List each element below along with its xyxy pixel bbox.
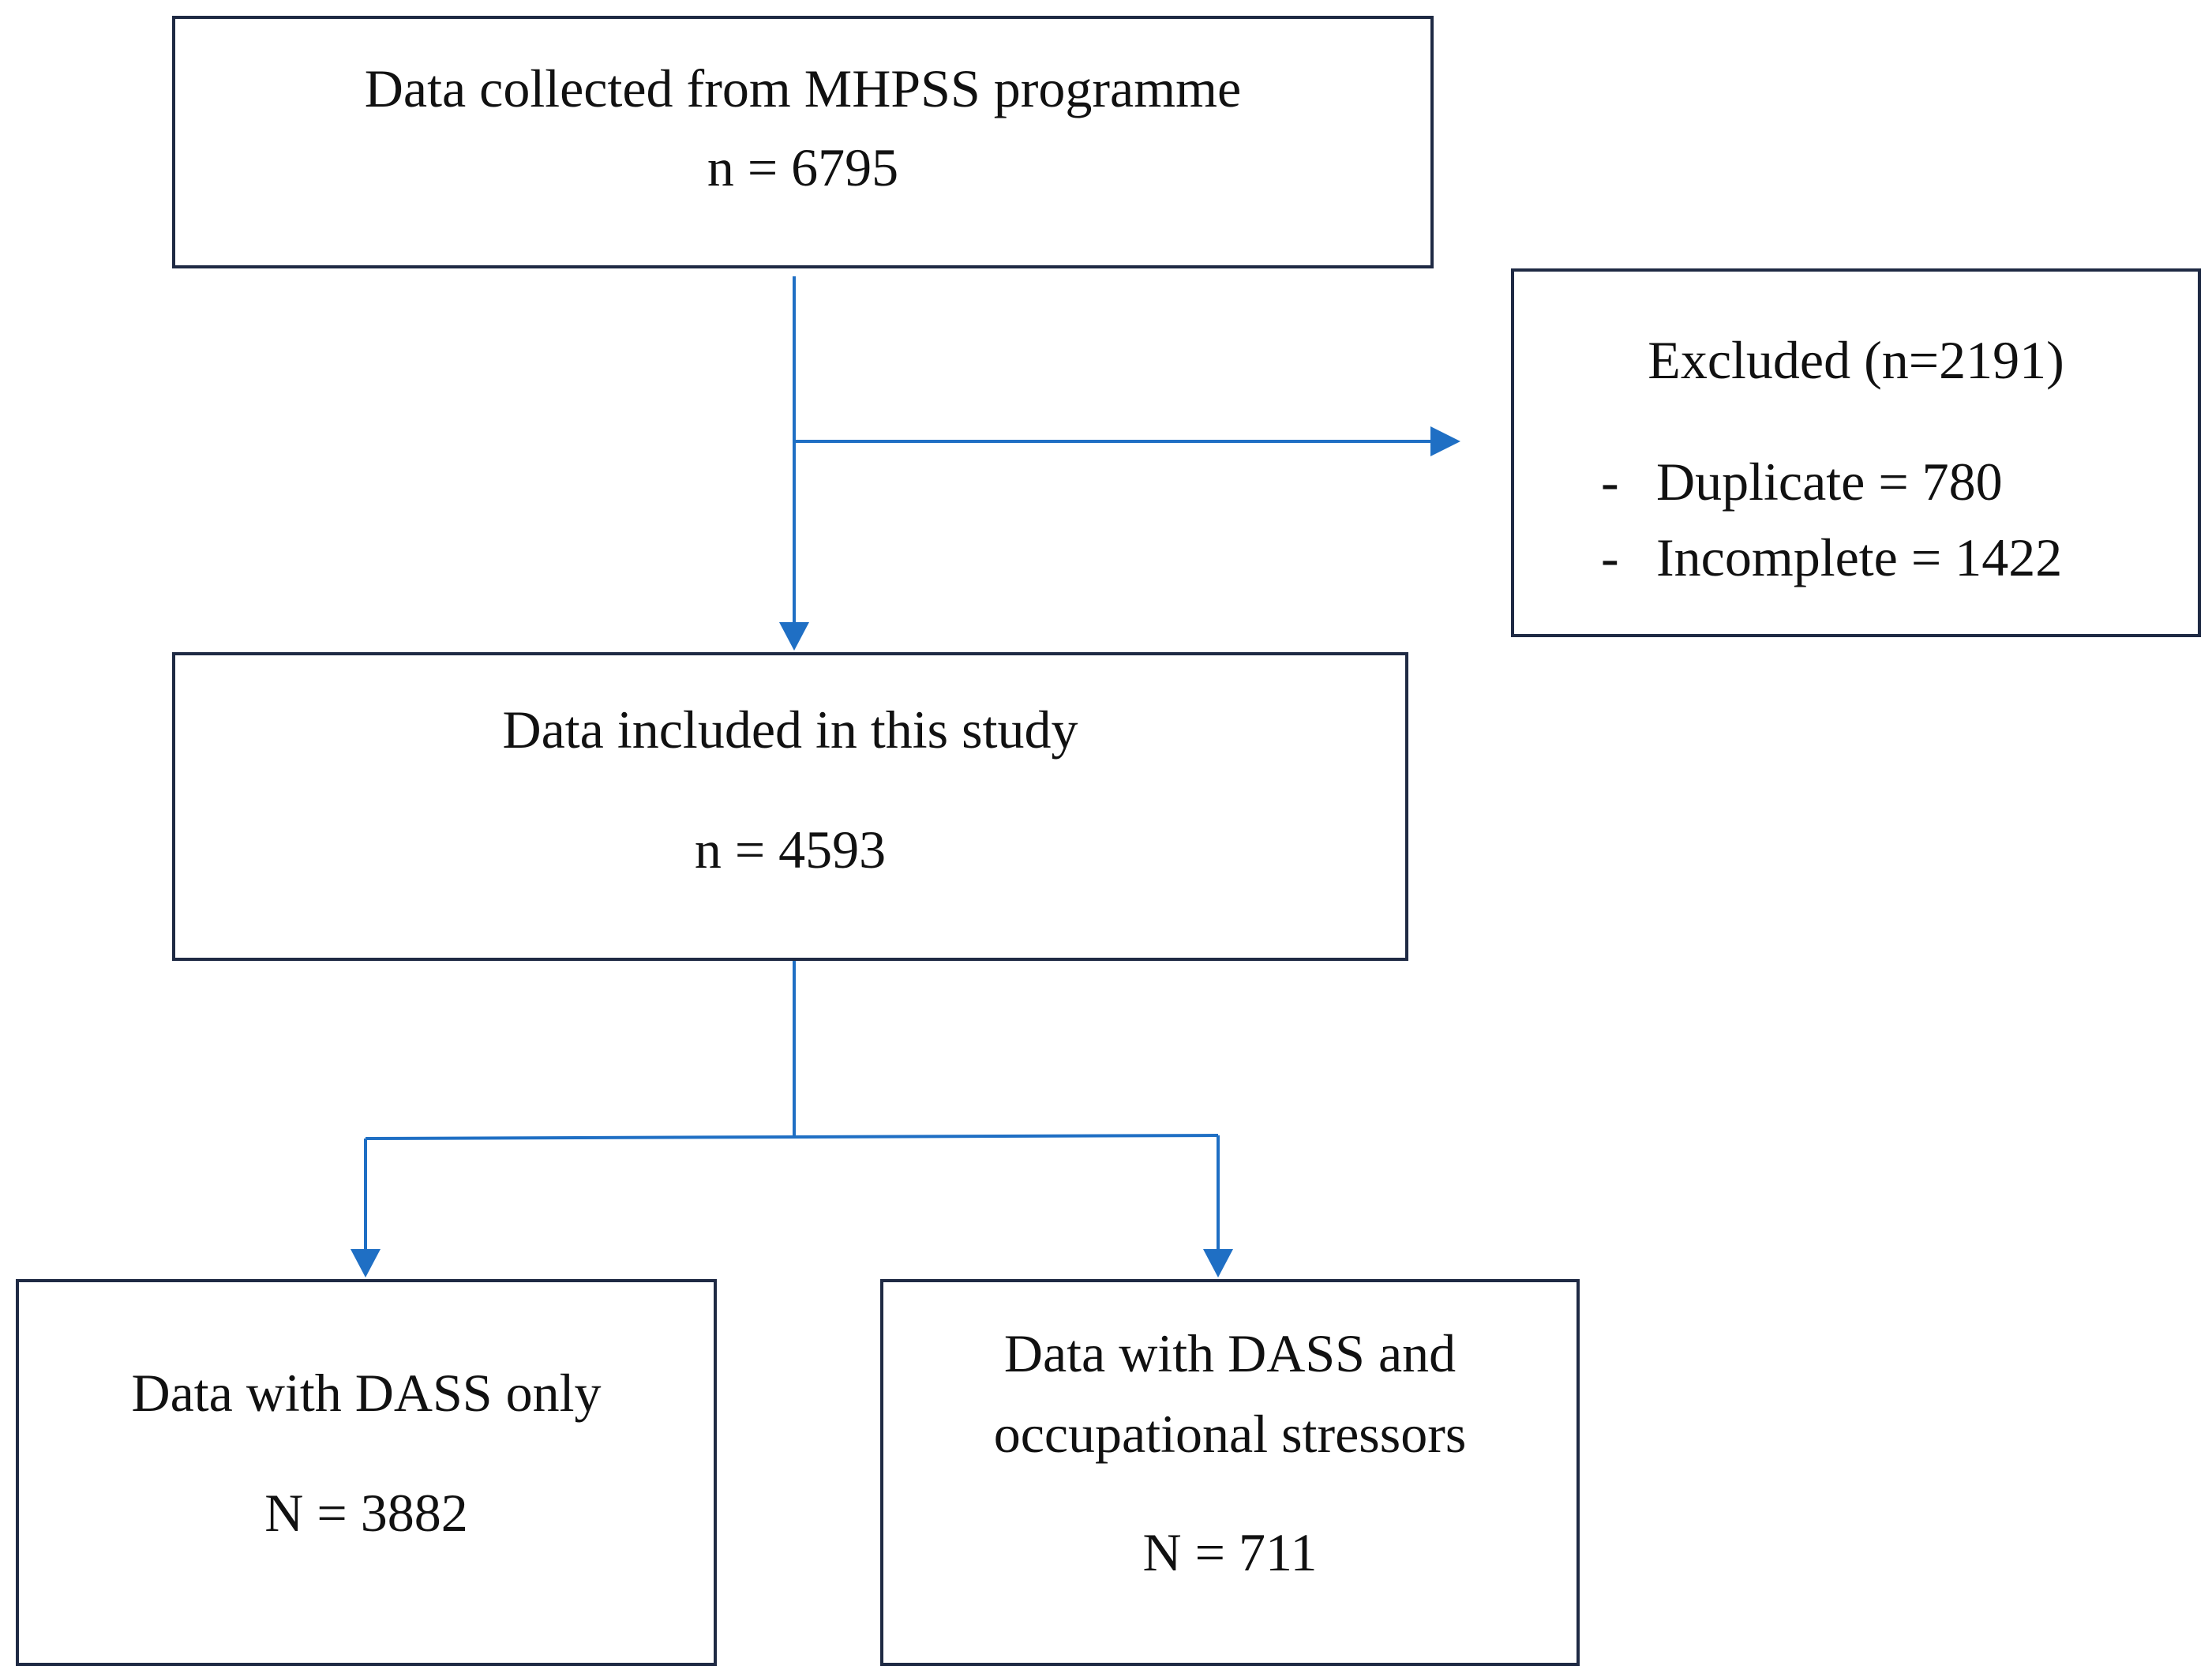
excluded-box: Excluded (n=2191) -Duplicate = 780 -Inco… (1511, 268, 2201, 637)
dass-only-box: Data with DASS only N = 3882 (16, 1279, 717, 1666)
arrow-to-included (779, 622, 809, 651)
dass-occupational-count: N = 711 (1142, 1522, 1318, 1582)
dass-only-title: Data with DASS only (131, 1363, 602, 1423)
dass-occupational-title-line1: Data with DASS and (1003, 1323, 1457, 1383)
excluded-item-duplicate: -Duplicate = 780 (1601, 455, 2003, 508)
collected-count: n = 6795 (707, 137, 899, 197)
dass-occupational-title-line2: occupational stressors (993, 1404, 1467, 1464)
excluded-title: Excluded (n=2191) (1648, 330, 2064, 390)
excluded-item-incomplete: -Incomplete = 1422 (1601, 531, 2062, 584)
arrow-to-excluded (1430, 426, 1460, 456)
connector-split-horizontal (365, 1134, 1219, 1140)
arrow-to-dass-only (351, 1249, 381, 1277)
collected-box: Data collected from MHPSS programme n = … (172, 16, 1434, 268)
included-count: n = 4593 (694, 820, 887, 880)
excluded-item-label: Incomplete = 1422 (1656, 527, 2063, 587)
included-box: Data included in this study n = 4593 (172, 652, 1408, 961)
dass-occupational-box: Data with DASS and occupational stressor… (880, 1279, 1580, 1666)
dass-only-count: N = 3882 (264, 1483, 468, 1543)
arrow-to-dass-occupational (1203, 1249, 1233, 1277)
included-title: Data included in this study (502, 700, 1078, 760)
collected-title: Data collected from MHPSS programme (364, 58, 1242, 118)
bullet-dash: - (1601, 452, 1619, 512)
bullet-dash: - (1601, 527, 1619, 587)
excluded-item-label: Duplicate = 780 (1656, 452, 2003, 512)
